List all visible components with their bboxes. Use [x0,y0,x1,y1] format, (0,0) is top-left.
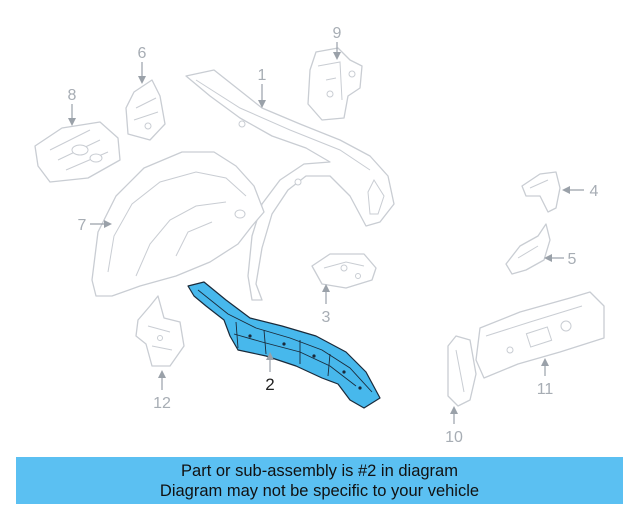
callouts: 1 6 9 8 7 3 4 5 11 10 12 2 [68,25,599,446]
part-2-highlighted[interactable] [187,281,381,409]
part-1[interactable] [185,69,395,301]
callout-8: 8 [68,87,77,104]
caption-line-1: Part or sub-assembly is #2 in diagram [181,461,458,480]
part-12[interactable] [135,295,185,367]
part-8[interactable] [34,121,121,183]
callout-6: 6 [138,45,147,62]
parts-diagram: 1 6 9 8 7 3 4 5 11 10 12 2 [34,25,605,446]
callout-11: 11 [537,381,554,398]
part-9[interactable] [307,47,363,121]
callout-3: 3 [322,309,331,326]
part-4[interactable] [521,171,561,213]
leader-lines [68,42,584,424]
callout-7: 7 [78,217,87,234]
callout-1: 1 [258,67,267,84]
callout-2: 2 [265,375,274,394]
caption-banner: Part or sub-assembly is #2 in diagram Di… [16,457,623,504]
part-3[interactable] [311,253,377,289]
callout-5: 5 [568,251,577,268]
part-11[interactable] [475,291,605,379]
part-6[interactable] [125,79,166,141]
callout-4: 4 [590,183,599,200]
callout-10: 10 [445,429,463,446]
callout-9: 9 [333,25,342,42]
part-10[interactable] [447,335,477,407]
part-5[interactable] [505,223,551,275]
part-7[interactable] [91,151,265,297]
caption-line-2: Diagram may not be specific to your vehi… [159,481,480,500]
callout-12: 12 [153,395,171,412]
